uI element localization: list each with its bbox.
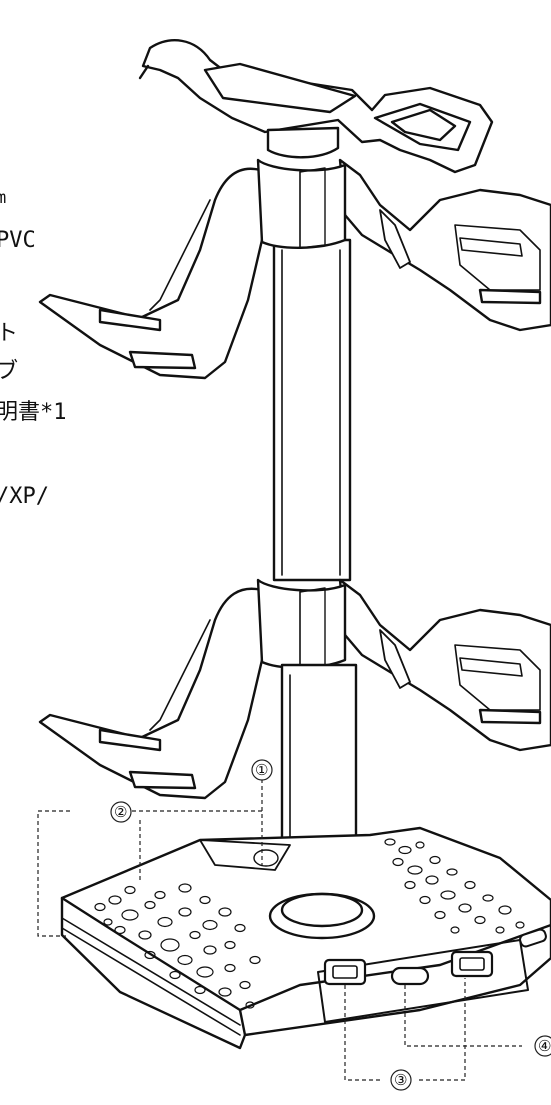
spec-text-item-2: ブ	[0, 359, 19, 384]
vent-pattern-right	[384, 838, 525, 934]
spec-text-os: /XP/	[0, 484, 49, 509]
vent-pattern-left	[94, 883, 261, 1009]
callout-1-label: ①	[255, 761, 269, 779]
top-cradle	[138, 39, 494, 174]
callout-2-label: ②	[114, 803, 128, 821]
callout-4-label: ④	[538, 1037, 551, 1055]
callout-circles	[110, 759, 551, 1091]
spec-text-manual: 明書*1	[0, 400, 67, 425]
lower-arms	[38, 578, 551, 800]
spec-text-unit: m	[0, 188, 7, 208]
spec-text-material: PVC	[0, 228, 36, 253]
spec-text-item-1: ト	[0, 321, 19, 346]
callout-lines	[37, 772, 522, 1081]
charging-base	[60, 826, 551, 1050]
upper-arms	[38, 158, 551, 380]
callout-3-label: ③	[394, 1071, 408, 1089]
